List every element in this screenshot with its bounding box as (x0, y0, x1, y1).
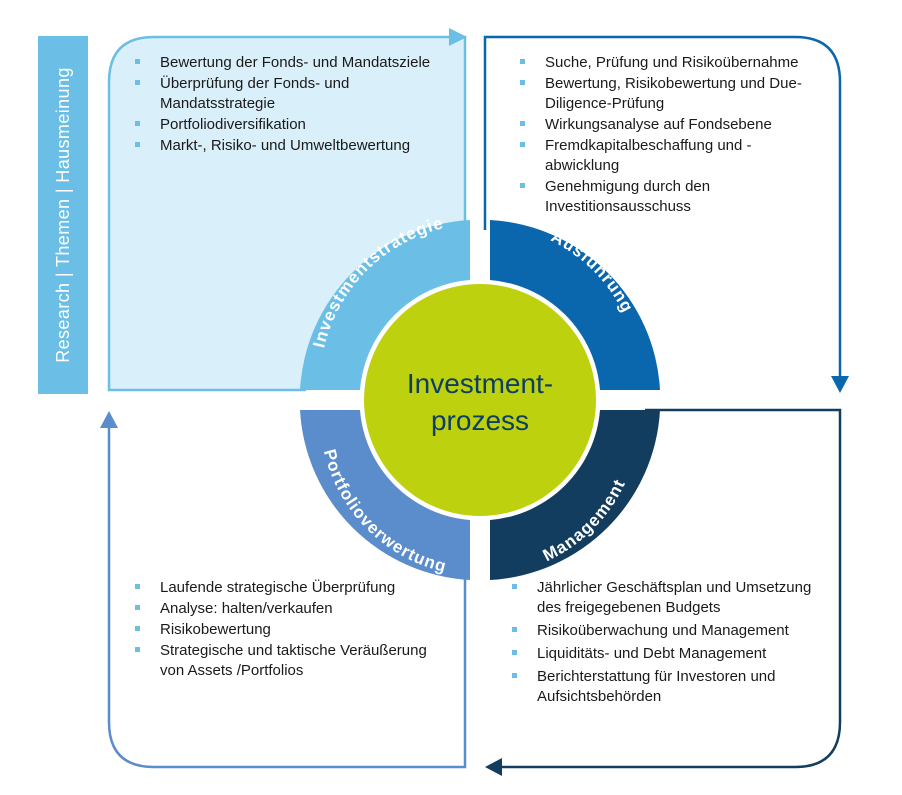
list-item: Berichterstattung für Investoren und Auf… (512, 667, 827, 707)
ring-segment-portfolioverwertung (300, 410, 470, 580)
list-item: Strategische und taktische Veräußerung v… (135, 641, 450, 681)
center-title-line1: Investment- (407, 368, 553, 399)
list-item: Risikobewertung (135, 620, 450, 640)
list-item: Analyse: halten/verkaufen (135, 599, 450, 619)
quadrant-portfolioverwertung (107, 425, 467, 769)
center-title-line2: prozess (431, 405, 529, 436)
arrow-up-icon (100, 411, 118, 428)
side-label: Research | Themen | Hausmeinung (53, 67, 73, 363)
quadrant-ausfuehrung (483, 35, 842, 378)
list-item: Jährlicher Geschäftsplan und Umsetzung d… (512, 578, 827, 618)
ring-segment-investmentstrategie (300, 220, 470, 390)
arrow-down-icon (831, 376, 849, 393)
list-ausfuehrung: Suche, Prüfung und Risikoübernahme Bewer… (520, 53, 825, 218)
list-item: Risikoüberwachung und Management (512, 621, 827, 641)
quadrant-management (500, 408, 842, 769)
list-item: Wirkungsanalyse auf Fondsebene (520, 115, 825, 135)
arrow-top-right-icon (449, 28, 467, 46)
list-item: Laufende strategische Überprüfung (135, 578, 450, 598)
list-management: Jährlicher Geschäftsplan und Umsetzung d… (512, 578, 827, 710)
ring-segment-management (490, 410, 660, 580)
list-item: Suche, Prüfung und Risikoübernahme (520, 53, 825, 73)
list-item: Portfoliodiversifikation (135, 115, 460, 135)
list-item: Genehmigung durch den Investitionsaussch… (520, 177, 825, 217)
list-investmentstrategie: Bewertung der Fonds- und Mandatsziele Üb… (135, 53, 460, 157)
arrow-left-icon (485, 758, 502, 776)
list-item: Bewertung der Fonds- und Mandatsziele (135, 53, 460, 73)
list-portfolioverwertung: Laufende strategische Überprüfung Analys… (135, 578, 450, 682)
ring-segment-ausfuehrung (490, 220, 660, 390)
side-bar (38, 36, 88, 394)
list-item: Bewertung, Risikobewertung und Due-Dilig… (520, 74, 825, 114)
list-item: Liquiditäts- und Debt Management (512, 644, 827, 664)
list-item: Überprüfung der Fonds- und Mandatsstrate… (135, 74, 460, 114)
list-item: Markt-, Risiko- und Umweltbewertung (135, 136, 460, 156)
center-circle (364, 284, 596, 516)
list-item: Fremdkapitalbeschaffung und -abwicklung (520, 136, 825, 176)
